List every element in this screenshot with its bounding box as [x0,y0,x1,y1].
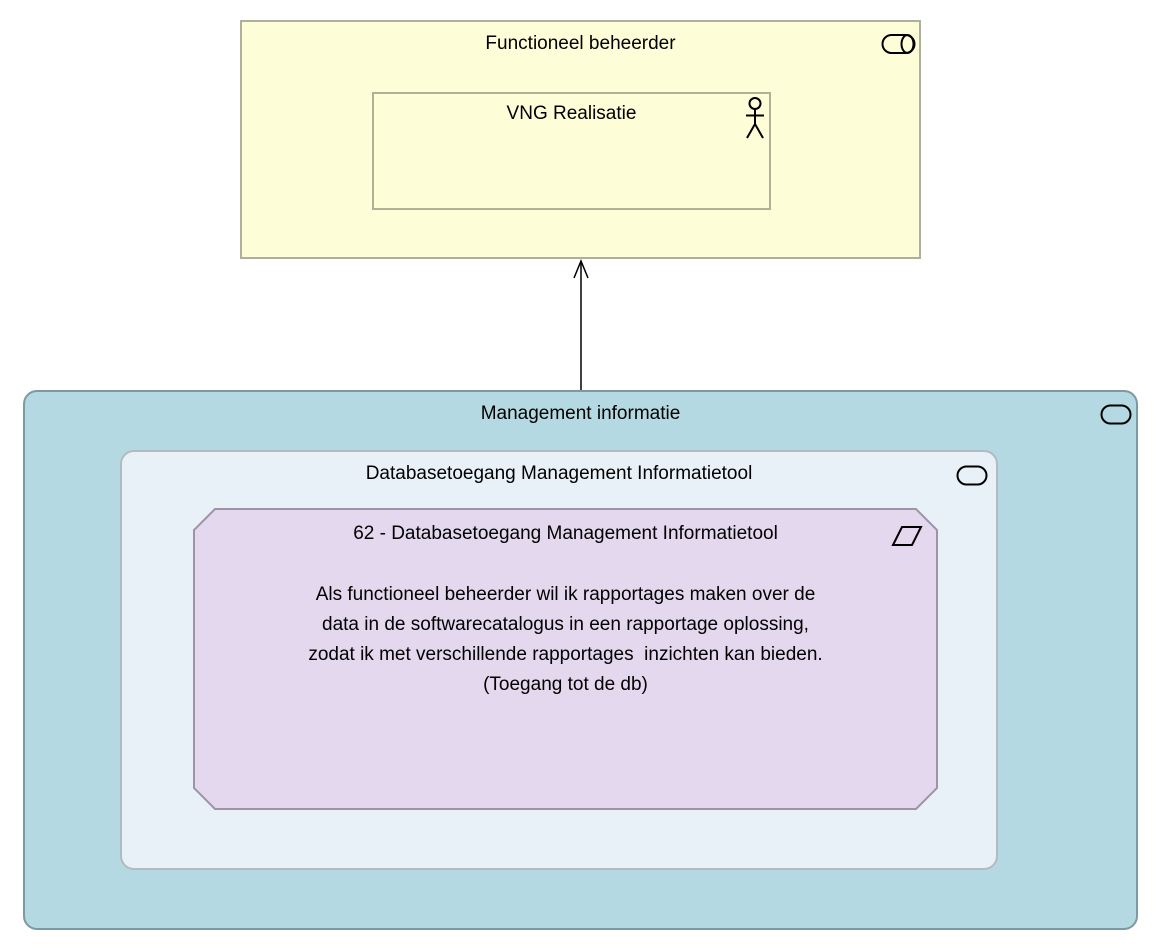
work-item-title: 62 - Databasetoegang Management Informat… [353,523,778,544]
work-item-62-databasetoegang[interactable]: 62 - Databasetoegang Management Informat… [193,508,938,810]
parallelogram-icon [891,525,923,552]
role-icon [881,33,917,60]
group-management-informatie[interactable]: Management informatie Databasetoegang Ma… [23,390,1138,930]
serving-arrow[interactable] [568,258,594,392]
business-role-functioneel-beheerder[interactable]: Functioneel beheerder VNG Realisatie [240,20,921,259]
description-line: data in de softwarecatalogus in een rapp… [322,614,809,635]
group-databasetoegang-tool[interactable]: Databasetoegang Management Informatietoo… [120,450,998,870]
work-package-icon [956,465,988,491]
business-actor-vng-realisatie[interactable]: VNG Realisatie [372,92,771,210]
group-title: Management informatie [480,403,681,424]
business-actor-title: VNG Realisatie [506,103,637,124]
description-line: zodat ik met verschillende rapportages i… [308,644,823,665]
business-role-title: Functioneel beheerder [485,33,676,54]
description-line: Als functioneel beheerder wil ik rapport… [315,584,816,605]
subgroup-title: Databasetoegang Management Informatietoo… [365,463,753,484]
description-line: (Toegang tot de db) [483,674,648,695]
work-item-description: Als functioneel beheerder wil ik rapport… [193,580,938,700]
business-actor-icon [744,96,766,147]
work-package-icon [1100,404,1132,430]
